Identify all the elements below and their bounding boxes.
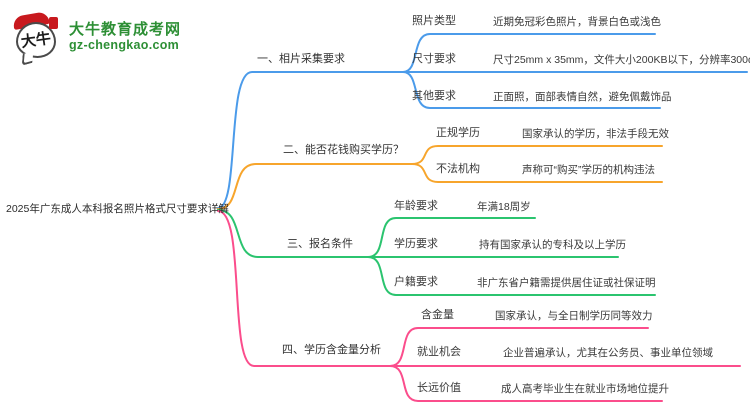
branch-4-child-1-value: 国家承认，与全日制学历同等效力 bbox=[495, 310, 653, 322]
central-topic: 2025年广东成人本科报名照片格式尺寸要求详解 bbox=[6, 203, 229, 215]
branch-4-child-3-value: 成人高考毕业生在就业市场地位提升 bbox=[501, 383, 669, 395]
branch-2-child-2-value: 声称可“购买”学历的机构违法 bbox=[522, 164, 655, 176]
branch2-connectors bbox=[217, 145, 663, 210]
branch-1-child-3-label: 其他要求 bbox=[412, 90, 456, 102]
branch-2-child-2-label: 不法机构 bbox=[436, 163, 480, 175]
branch-4-child-2-label: 就业机会 bbox=[417, 346, 461, 358]
branch-3-label: 三、报名条件 bbox=[287, 238, 353, 250]
site-logo[interactable]: 大牛 大牛教育成考网 gz-chengkao.com bbox=[12, 10, 182, 66]
branch3-connectors bbox=[217, 209, 656, 296]
branch-3-child-1-label: 年龄要求 bbox=[394, 200, 438, 212]
branch-1-child-1-label: 照片类型 bbox=[412, 15, 456, 27]
daniu-bull-logo-icon: 大牛 bbox=[12, 10, 60, 66]
branch-2-label: 二、能否花钱购买学历？ bbox=[283, 144, 404, 156]
branch-4-child-3-label: 长远价值 bbox=[417, 382, 461, 394]
branch-4-child-2-value: 企业普遍承认，尤其在公务员、事业单位领域 bbox=[503, 347, 713, 359]
branch-4-child-1-label: 含金量 bbox=[421, 309, 454, 321]
branch-1-child-1-value: 近期免冠彩色照片，背景白色或浅色 bbox=[493, 16, 661, 28]
branch-1-child-2-value: 尺寸25mm x 35mm，文件大小200KB以下，分辨率300dpi bbox=[493, 54, 750, 66]
branch1-connectors bbox=[217, 33, 748, 209]
branch-2-child-1-label: 正规学历 bbox=[436, 127, 480, 139]
branch-2-child-1-value: 国家承认的学历，非法手段无效 bbox=[522, 128, 669, 140]
branch4-connectors bbox=[217, 210, 741, 402]
branch-1-child-3-value: 正面照，面部表情自然，避免佩戴饰品 bbox=[493, 91, 672, 103]
branch-3-child-3-value: 非广东省户籍需提供居住证或社保证明 bbox=[477, 277, 656, 289]
branch-1-label: 一、相片采集要求 bbox=[257, 53, 345, 65]
branch-3-child-3-label: 户籍要求 bbox=[394, 276, 438, 288]
logo-characters: 大牛 bbox=[19, 28, 53, 51]
site-name: 大牛教育成考网 bbox=[69, 21, 182, 39]
branch-4-label: 四、学历含金量分析 bbox=[282, 344, 381, 356]
branch-1-child-2-label: 尺寸要求 bbox=[412, 53, 456, 65]
branch-3-child-2-label: 学历要求 bbox=[394, 238, 438, 250]
logo-red-seal bbox=[49, 17, 58, 29]
branch-3-child-1-value: 年满18周岁 bbox=[477, 201, 531, 213]
logo-speech-bubble: 大牛 bbox=[16, 22, 56, 58]
branch-3-child-2-value: 持有国家承认的专科及以上学历 bbox=[479, 239, 626, 251]
site-url: gz-chengkao.com bbox=[69, 38, 180, 53]
